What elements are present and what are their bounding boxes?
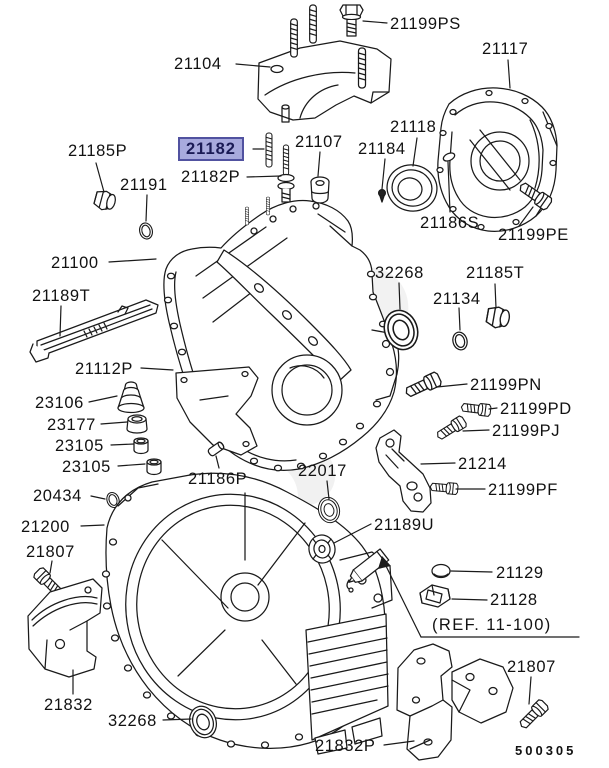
- part-21182-stud[interactable]: [265, 132, 273, 168]
- diagram-code: 500305: [515, 743, 577, 758]
- part-21184-screw[interactable]: [377, 188, 387, 203]
- part-21117-cover[interactable]: [436, 87, 558, 233]
- part-23177-cup[interactable]: [126, 414, 148, 434]
- part-label-21199PS[interactable]: 21199PS: [390, 15, 461, 33]
- part-label-22017[interactable]: 22017: [298, 462, 347, 480]
- part-21189T-rail[interactable]: [29, 299, 159, 363]
- part-21199PD-bolt[interactable]: [460, 400, 492, 418]
- part-21134-oring[interactable]: [450, 329, 470, 353]
- part-21199PS-bolt[interactable]: [339, 4, 364, 37]
- part-21118-seal[interactable]: [383, 160, 441, 215]
- part-label-21199PJ[interactable]: 21199PJ: [492, 422, 561, 440]
- part-label-21184[interactable]: 21184: [358, 140, 406, 158]
- part-21112P-plate[interactable]: [175, 366, 259, 456]
- part-label-21189T[interactable]: 21189T: [32, 287, 91, 305]
- part-label-21104[interactable]: 21104: [174, 55, 222, 73]
- part-label-21199PD[interactable]: 21199PD: [500, 400, 572, 418]
- part-23106-boot[interactable]: [117, 381, 145, 414]
- part-label-21199PE[interactable]: 21199PE: [498, 226, 569, 244]
- part-label-21117[interactable]: 21117: [482, 40, 529, 58]
- part-21186P-dowel[interactable]: [207, 441, 225, 457]
- part-21191-oring[interactable]: [137, 220, 155, 242]
- part-label-21134[interactable]: 21134: [433, 290, 481, 308]
- part-label-21112P[interactable]: 21112P: [75, 360, 134, 378]
- part-21832-bracket[interactable]: [27, 578, 103, 678]
- part-label-21200[interactable]: 21200: [21, 518, 70, 536]
- part-label-21129[interactable]: 21129: [496, 564, 544, 582]
- part-21129-cap[interactable]: [431, 563, 451, 579]
- part-21199PJ-bolt[interactable]: [433, 414, 469, 443]
- part-label-23105-2[interactable]: 23105: [62, 458, 111, 476]
- part-label-21186S[interactable]: 21186S: [420, 214, 480, 232]
- part-sealant-tube[interactable]: [345, 548, 390, 593]
- part-label-21186P[interactable]: 21186P: [188, 470, 248, 488]
- part-label-21807-right[interactable]: 21807: [507, 658, 556, 676]
- part-label-21214[interactable]: 21214: [458, 455, 507, 473]
- reference-note[interactable]: (REF. 11-100): [432, 616, 552, 634]
- part-21832P-bracket[interactable]: [396, 643, 514, 761]
- part-21199PF-bolt[interactable]: [429, 480, 459, 496]
- part-23105-bushing-2[interactable]: [146, 458, 162, 476]
- part-label-21118[interactable]: 21118: [390, 118, 437, 136]
- part-label-23105-1[interactable]: 23105: [55, 437, 104, 455]
- leader-lines: [49, 20, 580, 746]
- part-label-23106[interactable]: 23106: [35, 394, 84, 412]
- part-label-21182P[interactable]: 21182P: [181, 168, 241, 186]
- part-label-21185P[interactable]: 21185P: [68, 142, 128, 160]
- part-label-21100[interactable]: 21100: [51, 254, 99, 272]
- part-label-21199PN[interactable]: 21199PN: [470, 376, 542, 394]
- part-label-21182-highlighted[interactable]: 21182: [178, 137, 244, 161]
- part-label-21107[interactable]: 21107: [295, 133, 343, 151]
- part-21104-bracket[interactable]: [257, 40, 392, 123]
- part-21189U-bearing[interactable]: [306, 533, 337, 566]
- part-21186S-plug[interactable]: [442, 151, 456, 162]
- part-21807-bolt-right[interactable]: [516, 697, 551, 732]
- part-21199PN-bolt[interactable]: [402, 370, 443, 401]
- part-23105-bushing-1[interactable]: [133, 437, 149, 455]
- part-label-21832P[interactable]: 21832P: [315, 737, 376, 755]
- part-label-23177[interactable]: 23177: [47, 416, 96, 434]
- part-label-21199PF[interactable]: 21199PF: [488, 481, 558, 499]
- part-21128-clip[interactable]: [419, 584, 451, 608]
- part-label-21191[interactable]: 21191: [120, 176, 168, 194]
- part-label-21128[interactable]: 21128: [490, 591, 538, 609]
- part-21182P-stud[interactable]: [277, 144, 295, 203]
- part-label-20434[interactable]: 20434: [33, 487, 82, 505]
- part-label-21185T[interactable]: 21185T: [466, 264, 525, 282]
- part-label-21807-left[interactable]: 21807: [26, 543, 75, 561]
- part-label-32268-lower[interactable]: 32268: [108, 712, 157, 730]
- part-21185P-plug[interactable]: [92, 188, 118, 214]
- part-21185T-plug[interactable]: [484, 304, 512, 331]
- part-label-21189U[interactable]: 21189U: [374, 516, 435, 534]
- part-label-32268-upper[interactable]: 32268: [375, 264, 424, 282]
- part-21214-bracket[interactable]: [375, 429, 432, 513]
- part-21107-damper[interactable]: [310, 176, 330, 204]
- part-label-21832[interactable]: 21832: [44, 696, 93, 714]
